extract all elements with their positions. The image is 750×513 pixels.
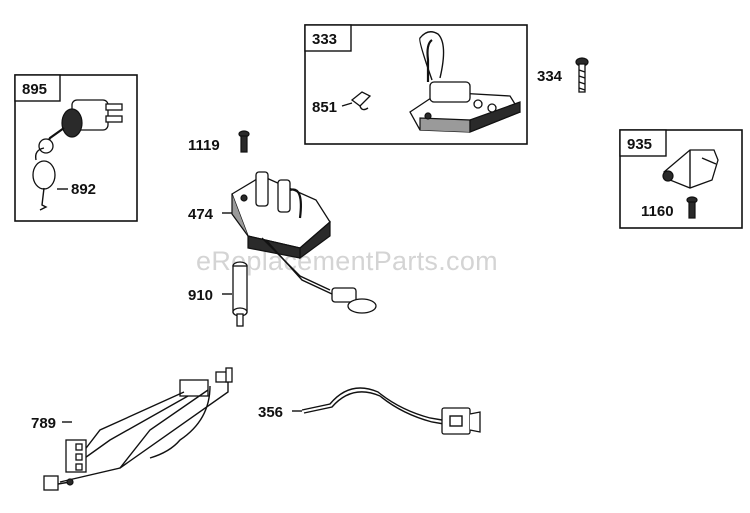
- bracket-drawing: [662, 149, 719, 189]
- tag-935: [619, 129, 667, 157]
- label-474: 474: [188, 206, 214, 223]
- label-334: 334: [537, 68, 563, 85]
- key-switch-drawing: [32, 99, 123, 211]
- tag-333: [304, 24, 352, 52]
- label-356: 356: [258, 404, 283, 421]
- screw-1160-drawing: [686, 196, 698, 219]
- label-1119: 1119: [188, 137, 220, 154]
- tag-895: [14, 74, 61, 102]
- group-935: 935 1160: [619, 129, 743, 229]
- label-935: 935: [627, 136, 652, 153]
- harness-789-drawing: [43, 367, 233, 491]
- group-333: 333 851: [304, 24, 528, 145]
- frame-895: [14, 74, 138, 222]
- label-892: 892: [71, 181, 96, 198]
- spade-terminal-drawing: [350, 91, 372, 111]
- screw-334-drawing: [575, 57, 589, 93]
- label-1160: 1160: [641, 203, 674, 220]
- frame-935: [619, 129, 743, 229]
- group-895: 895 892: [14, 74, 138, 222]
- label-851: 851: [312, 99, 337, 116]
- module-474-drawing: [231, 171, 377, 314]
- label-333: 333: [312, 31, 337, 48]
- label-895: 895: [22, 81, 47, 98]
- ignition-coil-drawing: [409, 31, 521, 133]
- screw-1119-drawing: [238, 130, 250, 153]
- label-910: 910: [188, 287, 213, 304]
- frame-333: [304, 24, 528, 145]
- wire-356-drawing: [301, 387, 481, 435]
- spacer-910-drawing: [232, 261, 248, 327]
- label-789: 789: [31, 415, 56, 432]
